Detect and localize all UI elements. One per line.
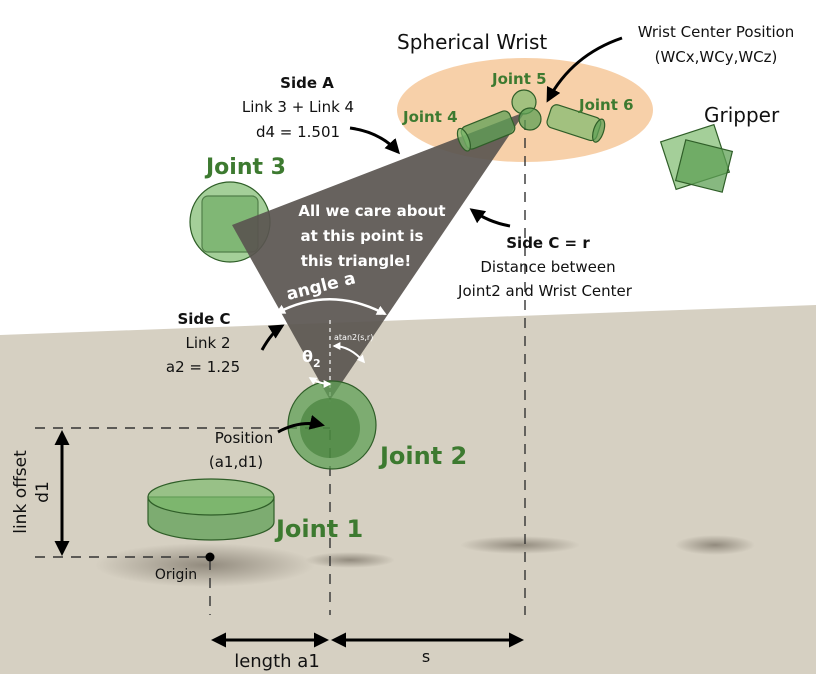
side-a-line2: d4 = 1.501: [256, 123, 340, 141]
side-c-r-line1: Distance between: [480, 258, 615, 276]
side-a-title: Side A: [280, 74, 334, 92]
wrist-center-label-2: (WCx,WCy,WCz): [655, 48, 778, 66]
origin-dot: [205, 552, 215, 562]
triangle-note-1: All we care about: [298, 202, 445, 220]
atan-arc: [332, 342, 366, 364]
atan-label: atan2(s,r): [334, 333, 373, 342]
joint1-label: Joint 1: [274, 515, 363, 543]
joint6-cylinder: [546, 104, 606, 143]
position-arrow: [277, 415, 325, 434]
joint6-label: Joint 6: [578, 96, 634, 114]
link-offset-label: link offset: [11, 450, 31, 534]
gripper-label: Gripper: [704, 103, 780, 127]
floor-plane: [0, 305, 816, 674]
side-a-arrow: [349, 126, 401, 155]
side-c-r-line2: Joint2 and Wrist Center: [457, 282, 633, 300]
joint5-sphere-b: [518, 107, 542, 131]
side-c-title: Side C: [177, 310, 230, 328]
origin-label: Origin: [155, 567, 197, 583]
joint5-label: Joint 5: [491, 70, 547, 88]
d1-label: d1: [33, 481, 53, 503]
joint2-shadow: [305, 552, 395, 568]
joint4-label: Joint 4: [402, 108, 458, 126]
theta2-arc: [308, 377, 332, 388]
side-c-line1: Link 2: [185, 334, 230, 352]
side-a-line1: Link 3 + Link 4: [242, 98, 354, 116]
position-label-1: Position: [215, 429, 273, 447]
s-label: s: [422, 647, 430, 666]
wrist-center-arrow: [546, 36, 623, 103]
joint2-label: Joint 2: [378, 442, 467, 470]
position-label-2: (a1,d1): [209, 453, 263, 471]
triangle-note-3: this triangle!: [301, 252, 412, 270]
joint1-cylinder: [147, 478, 275, 541]
gripper-shadow: [675, 535, 755, 555]
side-c-r-arrow: [469, 208, 511, 228]
angle-a-arc: [275, 298, 387, 316]
gripper-shape: [659, 123, 734, 193]
joint4-cylinder: [456, 110, 516, 152]
triangle-note-2: at this point is: [301, 227, 424, 245]
theta2-label: θ2: [302, 347, 321, 370]
kinematic-triangle: [232, 112, 525, 400]
wrist-shadow: [460, 536, 580, 554]
theta2-subscript: 2: [313, 357, 321, 370]
spherical-wrist-label: Spherical Wrist: [397, 30, 547, 54]
wrist-center-label-1: Wrist Center Position: [638, 23, 795, 41]
side-c-line2: a2 = 1.25: [166, 358, 240, 376]
joint1-shadow: [95, 543, 315, 587]
side-c-arrow: [260, 324, 285, 351]
length-a1-label: length a1: [234, 651, 320, 672]
joint3-label: Joint 3: [204, 155, 286, 180]
joint2-core: [300, 398, 360, 458]
side-c-r-title: Side C = r: [506, 234, 590, 252]
